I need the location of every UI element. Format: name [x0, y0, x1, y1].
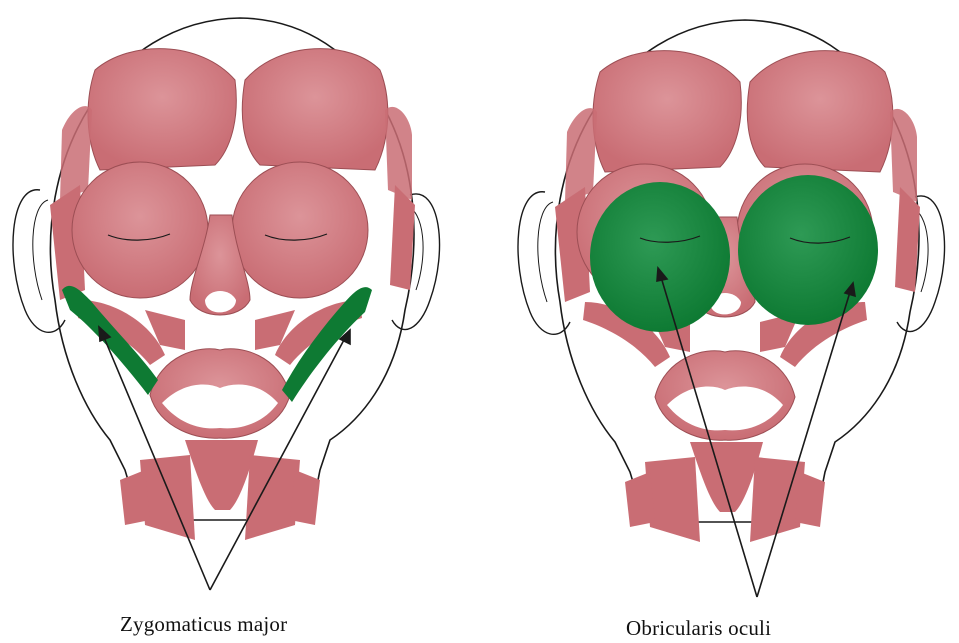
- orbicularis-oculi-left-highlight: [590, 182, 730, 332]
- left-face-panel: [13, 18, 440, 590]
- orbicularis-oculi-caption: Obricularis oculi: [626, 616, 771, 641]
- orbicularis-oculi-right-highlight: [738, 175, 878, 325]
- right-face-panel: [518, 20, 945, 597]
- zygomaticus-major-caption: Zygomaticus major: [120, 612, 287, 637]
